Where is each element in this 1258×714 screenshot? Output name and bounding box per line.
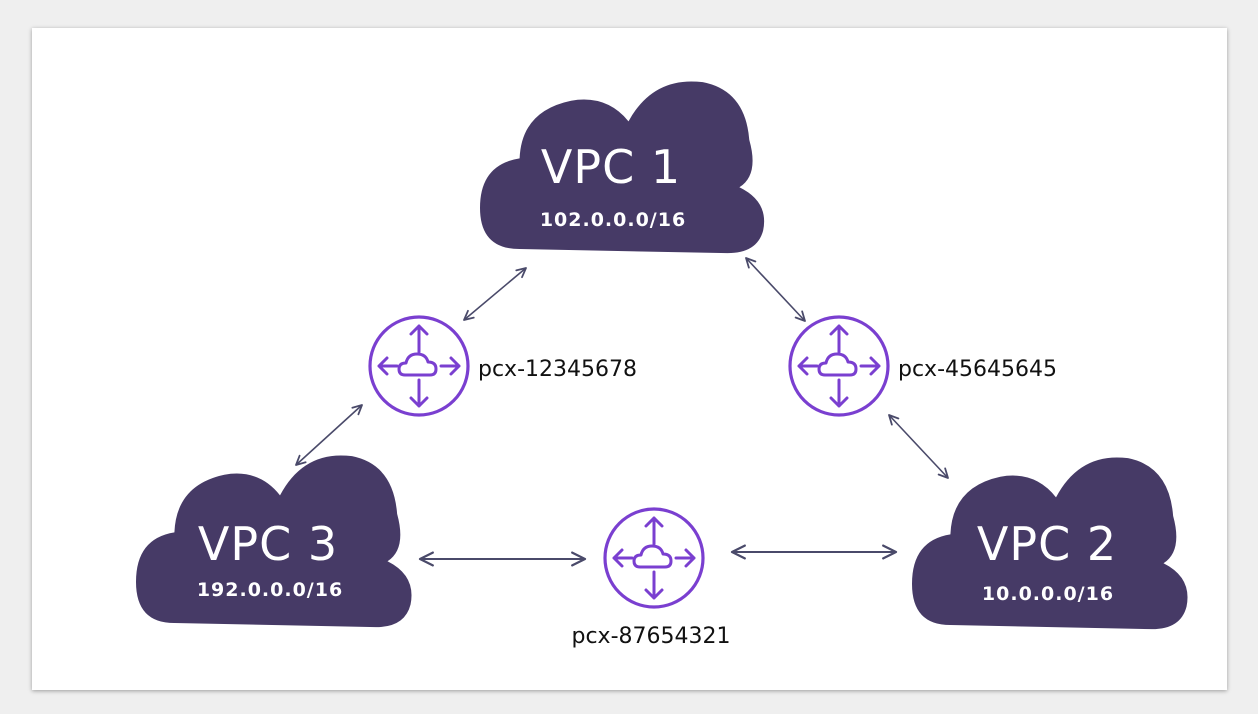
vpc2-title: VPC 2 [977, 517, 1117, 571]
connector-pcx-b-vpc2 [888, 414, 949, 479]
connector-pcx-a-vpc3 [295, 404, 363, 466]
vpc1-cidr: 102.0.0.0/16 [540, 209, 686, 231]
pcx-a-label: pcx-12345678 [478, 357, 637, 382]
pcx-c-label: pcx-87654321 [572, 624, 731, 649]
connector-vpc1-pcx-b [745, 257, 806, 322]
peering-connection-pcx-a [368, 315, 470, 417]
connector-vpc1-pcx-a [463, 267, 527, 321]
vpc2-cidr: 10.0.0.0/16 [982, 583, 1114, 605]
cloud-with-four-arrows-icon [368, 315, 470, 417]
cloud-with-four-arrows-icon [788, 315, 890, 417]
vpc1-title: VPC 1 [541, 140, 681, 194]
vpc3-cidr: 192.0.0.0/16 [197, 579, 343, 601]
peering-connection-pcx-c [603, 507, 705, 609]
pcx-b-label: pcx-45645645 [898, 357, 1057, 382]
vpc3-title: VPC 3 [198, 517, 338, 571]
peering-connection-pcx-b [788, 315, 890, 417]
cloud-with-four-arrows-icon [603, 507, 705, 609]
